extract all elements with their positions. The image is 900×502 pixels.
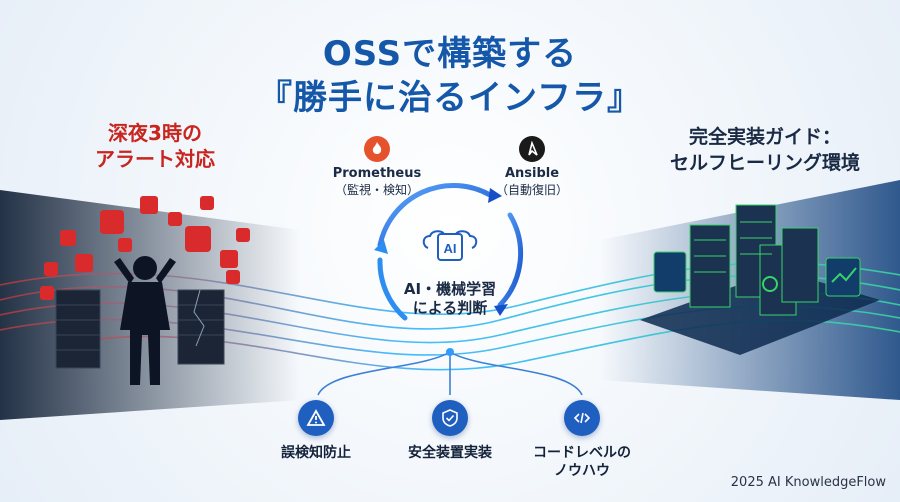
left-heading: 深夜3時の アラート対応 <box>70 120 240 172</box>
right-heading-line2: セルフヒーリング環境 <box>669 152 860 174</box>
feature-label-3-line2: ノウハウ <box>554 463 610 479</box>
alert-icons <box>40 196 250 300</box>
feature-label-2: 安全装置実装 <box>408 445 492 461</box>
page-title-line2: 『勝手に治るインフラ』 <box>258 78 642 118</box>
warning-icon <box>298 400 334 436</box>
ai-judgment-label: AI・機械学習 による判断 <box>380 280 520 318</box>
right-heading: 完全実装ガイド： セルフヒーリング環境 <box>660 124 870 176</box>
left-heading-line1: 深夜3時の <box>108 121 202 145</box>
code-icon <box>564 400 600 436</box>
cycle-ring <box>374 183 524 321</box>
ansible-node: Ansible （自動復旧） <box>482 136 582 198</box>
prometheus-flame-icon <box>364 136 390 162</box>
feature-connectors <box>317 348 583 396</box>
healthy-servers-right <box>640 204 880 355</box>
right-heading-line1: 完全実装ガイド： <box>688 126 841 148</box>
feature-safety-mechanism: 安全装置実装 <box>394 400 506 462</box>
shield-check-icon <box>432 400 468 436</box>
ai-chip-label: AI <box>444 241 457 256</box>
left-heading-line2: アラート対応 <box>95 147 215 171</box>
feature-label-1: 誤検知防止 <box>281 445 351 461</box>
prometheus-role: （監視・検知） <box>334 183 419 197</box>
page-title-line1: OSSで構築する <box>322 34 578 74</box>
ai-judgment-line2: による判断 <box>412 299 488 317</box>
feature-label-3-line1: コードレベルの <box>533 445 631 461</box>
ansible-name: Ansible <box>504 166 560 181</box>
feature-false-positive-prevention: 誤検知防止 <box>266 400 366 462</box>
prometheus-node: Prometheus （監視・検知） <box>322 136 432 198</box>
ai-judgment-line1: AI・機械学習 <box>403 280 497 298</box>
ai-brain-chip-icon: AI <box>422 230 478 261</box>
footer-credit: 2025 AI KnowledgeFlow <box>730 475 886 490</box>
ansible-role: （自動復旧） <box>495 183 568 197</box>
prometheus-name: Prometheus <box>332 166 422 181</box>
stressed-engineer-silhouette <box>114 256 176 385</box>
feature-code-know-how: コードレベルの ノウハウ <box>526 400 638 480</box>
broken-servers-left <box>55 289 225 369</box>
ansible-a-icon <box>519 136 545 162</box>
